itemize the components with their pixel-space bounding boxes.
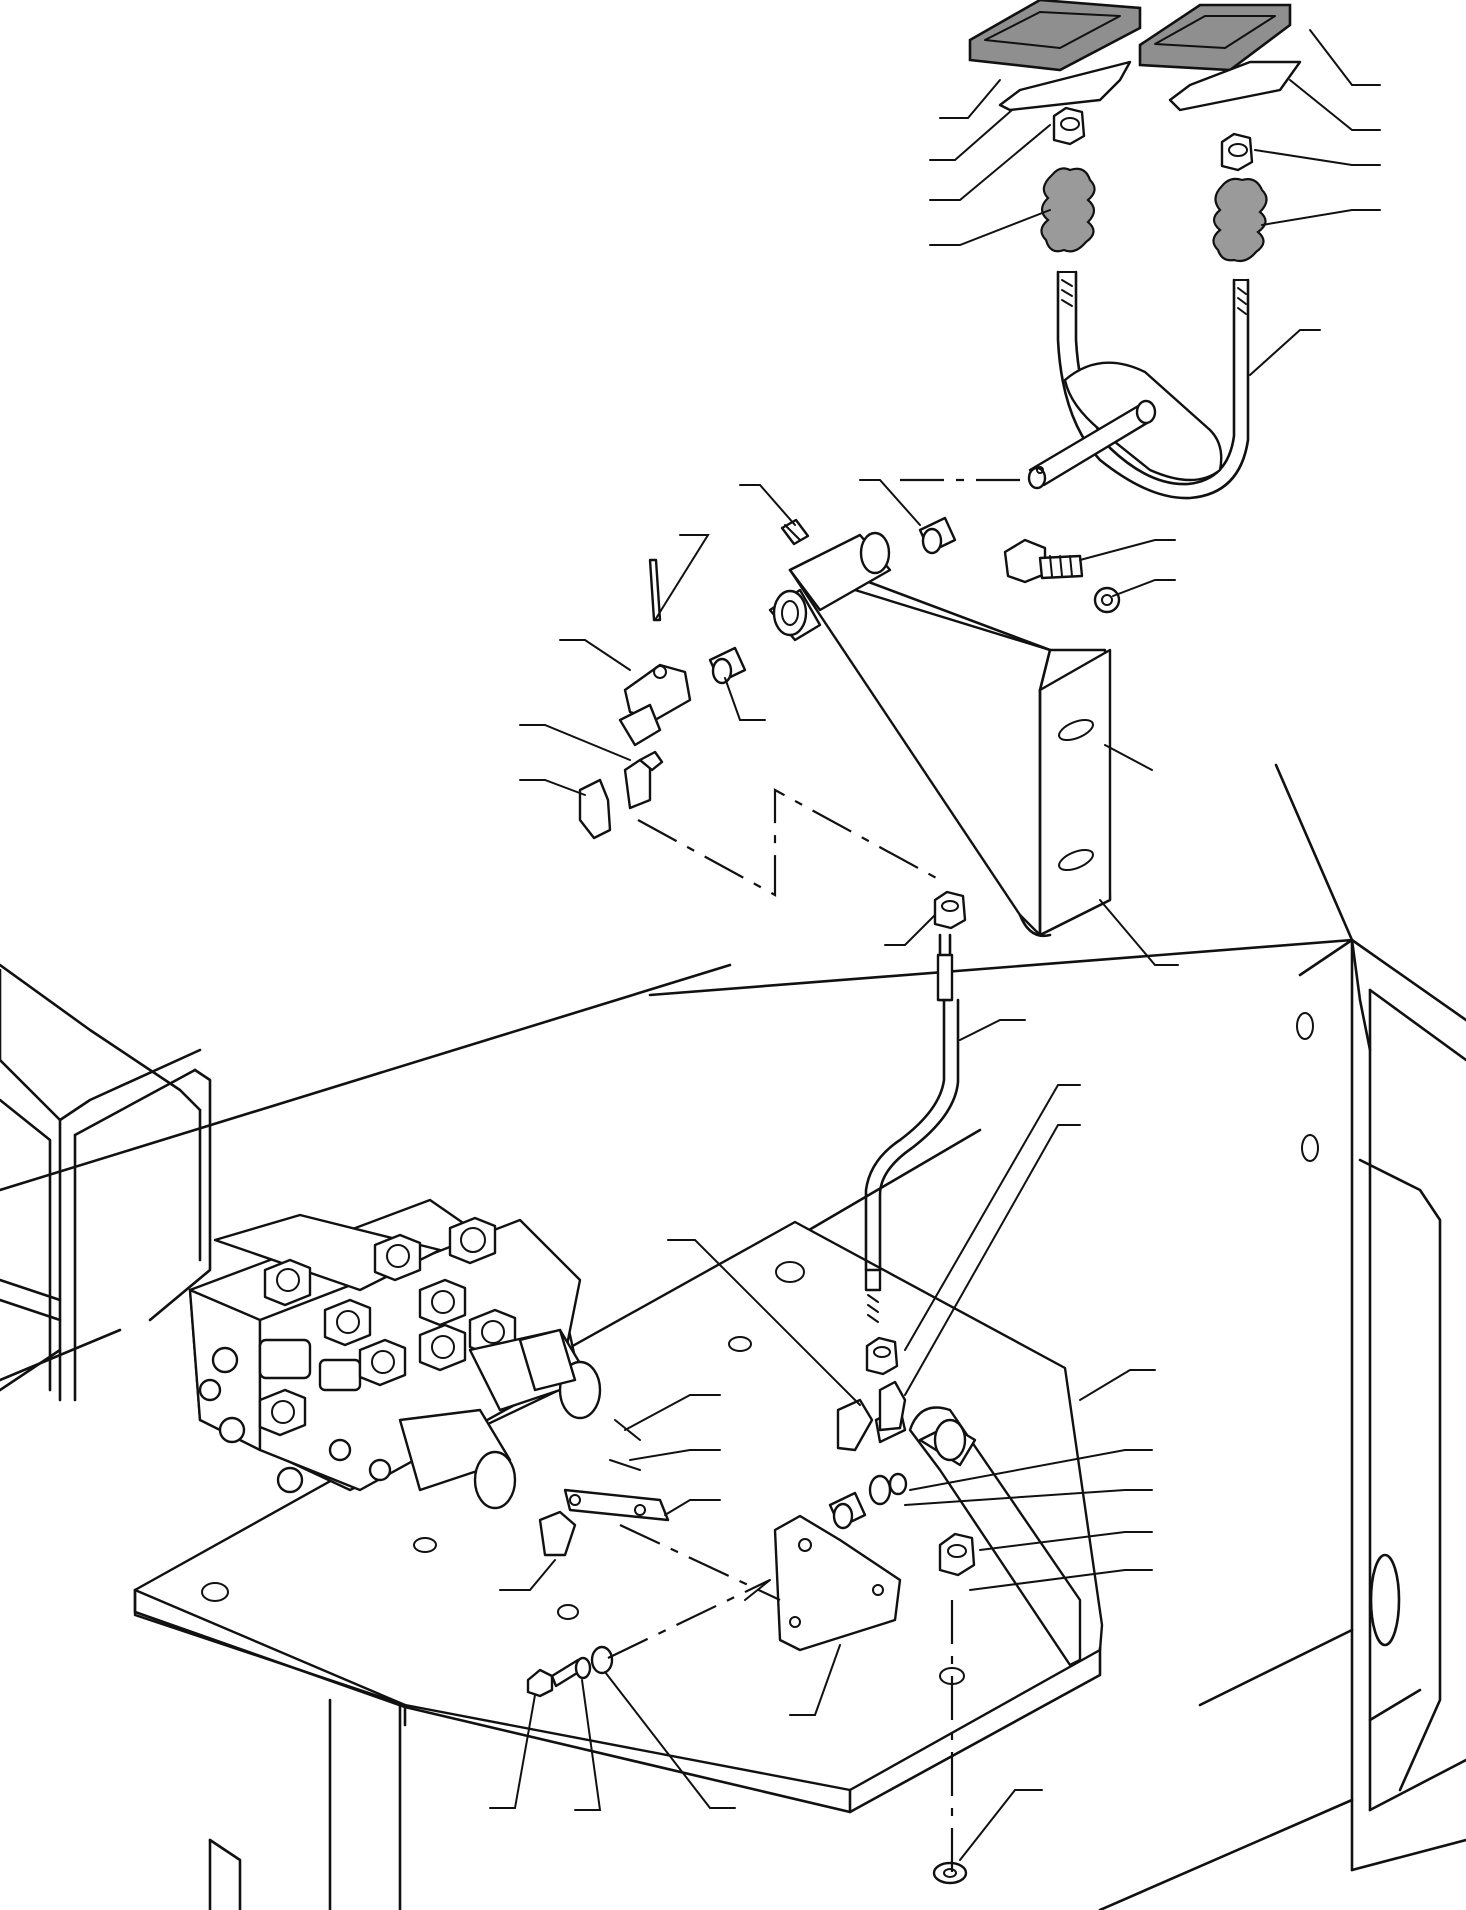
nuts	[865, 106, 1254, 1577]
pedal-yoke	[1056, 270, 1250, 500]
pedal-pads	[968, 0, 1292, 72]
pedal-plates	[998, 60, 1302, 112]
lever-bracket	[908, 1406, 1082, 1667]
left-pedal-pad	[968, 0, 1142, 72]
link-bar	[538, 1419, 670, 1557]
mounting-bracket	[768, 531, 1112, 938]
rubber-boots	[1040, 167, 1268, 263]
valve-spools	[398, 1328, 602, 1510]
control-rod	[864, 933, 960, 1323]
clevis-and-clip	[578, 558, 692, 840]
bolt-and-washer	[1003, 538, 1121, 614]
right-pedal-pad	[1138, 3, 1292, 72]
center-lines	[607, 478, 1030, 1880]
callout-leaders	[489, 29, 1381, 1861]
link-plate	[773, 1514, 902, 1652]
pedal-shaft	[1027, 399, 1157, 490]
valve-fittings	[198, 1216, 517, 1494]
valve-block	[188, 1198, 602, 1510]
lower-fasteners	[526, 1645, 968, 1885]
grease-fitting	[780, 518, 810, 546]
lower-clevis	[836, 1380, 908, 1506]
bushings	[708, 516, 957, 1530]
